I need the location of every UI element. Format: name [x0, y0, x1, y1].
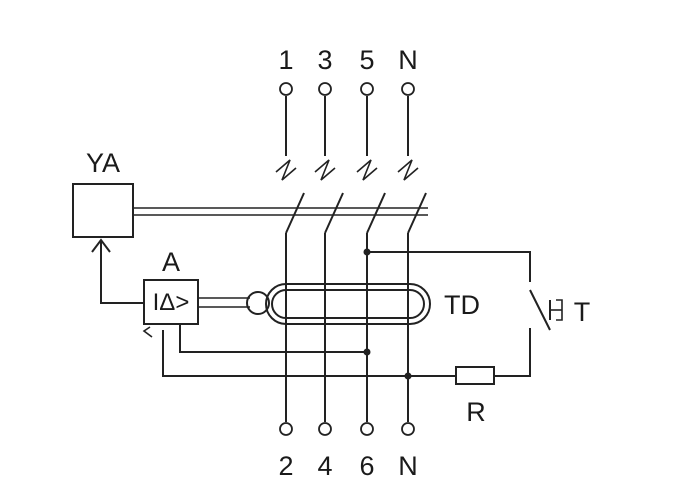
amplifier-symbol: IΔ> — [153, 289, 190, 316]
terminal-5-top — [360, 82, 374, 96]
terminal-label-n-bottom: N — [398, 451, 418, 481]
conductor-5 — [356, 96, 386, 422]
terminal-label-5: 5 — [359, 45, 374, 75]
terminal-2-bottom — [279, 422, 293, 436]
terminal-label-2: 2 — [278, 451, 293, 481]
transformer-label: TD — [444, 290, 480, 320]
terminal-label-4: 4 — [317, 451, 332, 481]
conductor-3 — [314, 96, 344, 422]
amplifier-label: A — [162, 247, 180, 277]
test-button-label: T — [574, 297, 591, 327]
terminal-6-bottom — [360, 422, 374, 436]
amplifier-box — [143, 279, 199, 325]
test-circuit-lower-lead — [162, 330, 456, 380]
terminal-3-top — [318, 82, 332, 96]
trip-unit-box — [72, 183, 134, 238]
terminal-label-6: 6 — [359, 451, 374, 481]
resistor — [455, 366, 495, 385]
resistor-label: R — [466, 397, 486, 427]
terminal-4-bottom — [318, 422, 332, 436]
amplifier-arrow — [142, 326, 153, 338]
terminal-n-top — [401, 82, 415, 96]
test-circuit-upper-lead — [363, 248, 531, 282]
terminal-1-top — [279, 82, 293, 96]
mechanical-linkage — [133, 207, 428, 216]
amplifier-sense-lead — [179, 324, 371, 356]
test-button — [494, 289, 563, 377]
trip-unit-label: YA — [86, 148, 120, 178]
differential-transformer — [246, 283, 431, 325]
trip-signal-arrow — [91, 238, 144, 304]
conductor-n — [397, 96, 427, 422]
transformer-secondary-lead — [198, 297, 250, 308]
conductor-1 — [275, 96, 305, 422]
terminal-label-n-top: N — [398, 45, 418, 75]
terminal-n-bottom — [401, 422, 415, 436]
terminal-label-1: 1 — [278, 45, 293, 75]
terminal-label-3: 3 — [317, 45, 332, 75]
